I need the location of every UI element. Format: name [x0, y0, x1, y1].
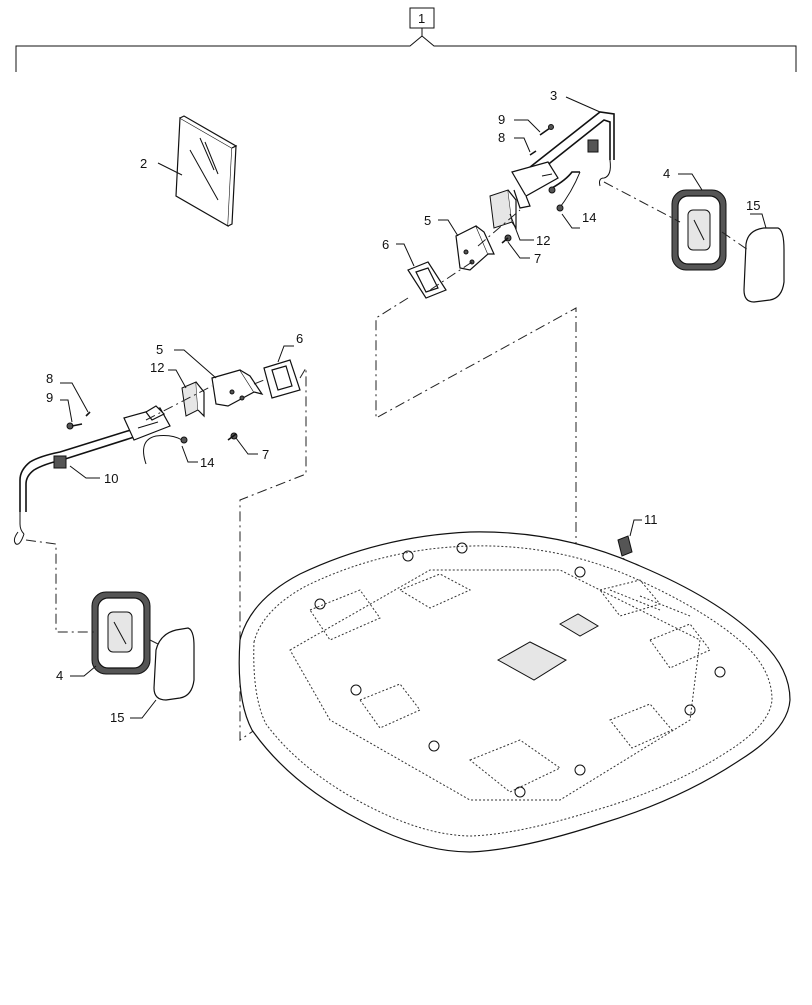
- leader-7-right: [507, 241, 530, 259]
- callout-arm-left: 10: [104, 471, 118, 486]
- assembly-bracket-left: [15, 28, 423, 72]
- leader-5-left: [174, 349, 217, 379]
- callout-pad-right: 6: [382, 237, 389, 252]
- mirror-head-left: [91, 591, 151, 675]
- leader-2: [157, 162, 183, 176]
- leader-6-left: [277, 345, 294, 363]
- roof-plug: [617, 535, 633, 557]
- callout-bolt-right: 7: [534, 251, 541, 266]
- bolt-left: [227, 432, 238, 441]
- callout-bolt-left: 7: [262, 447, 269, 462]
- shim-right: [489, 189, 517, 230]
- callout-pad-left: 6: [296, 331, 303, 346]
- pad-left: [263, 359, 301, 399]
- leader-4-right: [678, 173, 703, 191]
- leader-7-left: [235, 437, 258, 455]
- leader-14-left: [181, 445, 198, 463]
- bolt-right: [501, 234, 512, 244]
- leader-10: [69, 465, 100, 479]
- leader-8-left: [60, 382, 89, 413]
- leader-5-right: [438, 219, 459, 237]
- alignment-glass-right: [721, 231, 749, 251]
- callout-arm-right: 3: [550, 88, 557, 103]
- assembly-label: 1: [418, 11, 425, 26]
- callout-bracket-right: 5: [424, 213, 431, 228]
- bracket-left: [211, 369, 264, 407]
- callout-bracket-left: 5: [156, 342, 163, 357]
- leader-12-left: [168, 369, 187, 389]
- leader-6-right: [396, 243, 415, 267]
- callout-head-left: 4: [56, 668, 63, 683]
- mirror-arm-right: [511, 111, 615, 209]
- leader-15-right: [750, 213, 767, 229]
- leader-8-right: [514, 137, 531, 153]
- operator-manual: [175, 115, 238, 228]
- leader-3: [565, 96, 601, 113]
- callout-shim-right: 12: [536, 233, 550, 248]
- callout-glass-right: 15: [746, 198, 760, 213]
- callout-screw-right: 9: [498, 112, 505, 127]
- leader-11: [629, 519, 642, 537]
- callout-cable-left: 14: [200, 455, 214, 470]
- leader-9-left: [60, 399, 73, 423]
- leader-4-left: [70, 665, 97, 677]
- alignment-head-left: [25, 539, 96, 633]
- callout-washer-right: 8: [498, 130, 505, 145]
- mirror-glass-left: [153, 627, 195, 701]
- bracket-right: [455, 225, 495, 271]
- mirror-head-right: [671, 189, 727, 271]
- callout-cable-right: 14: [582, 210, 596, 225]
- assembly-bracket-right: [421, 35, 797, 72]
- leader-15-left: [130, 699, 157, 719]
- callout-head-right: 4: [663, 166, 670, 181]
- leader-14-right: [561, 213, 580, 229]
- callout-screw-left: 9: [46, 390, 53, 405]
- callout-glass-left: 15: [110, 710, 124, 725]
- pad-right: [407, 261, 447, 299]
- cable-left: [143, 435, 183, 465]
- callout-manual: 2: [140, 156, 147, 171]
- cable-right: [557, 171, 581, 211]
- alignment-to-roof-left: [239, 366, 307, 741]
- mirror-arm-left: [13, 405, 171, 545]
- callout-shim-left: 12: [150, 360, 164, 375]
- alignment-head-right: [603, 181, 681, 223]
- shim-left: [181, 381, 205, 418]
- screw-left: [66, 411, 91, 430]
- cab-roof: [238, 531, 791, 853]
- callout-washer-left: 8: [46, 371, 53, 386]
- callout-plug: 11: [644, 512, 658, 527]
- alignment-to-roof-right: [375, 297, 577, 546]
- leader-9-right: [514, 119, 541, 133]
- leader-12-right: [509, 213, 534, 241]
- screw-right: [529, 124, 554, 156]
- mirror-glass-right: [743, 227, 785, 303]
